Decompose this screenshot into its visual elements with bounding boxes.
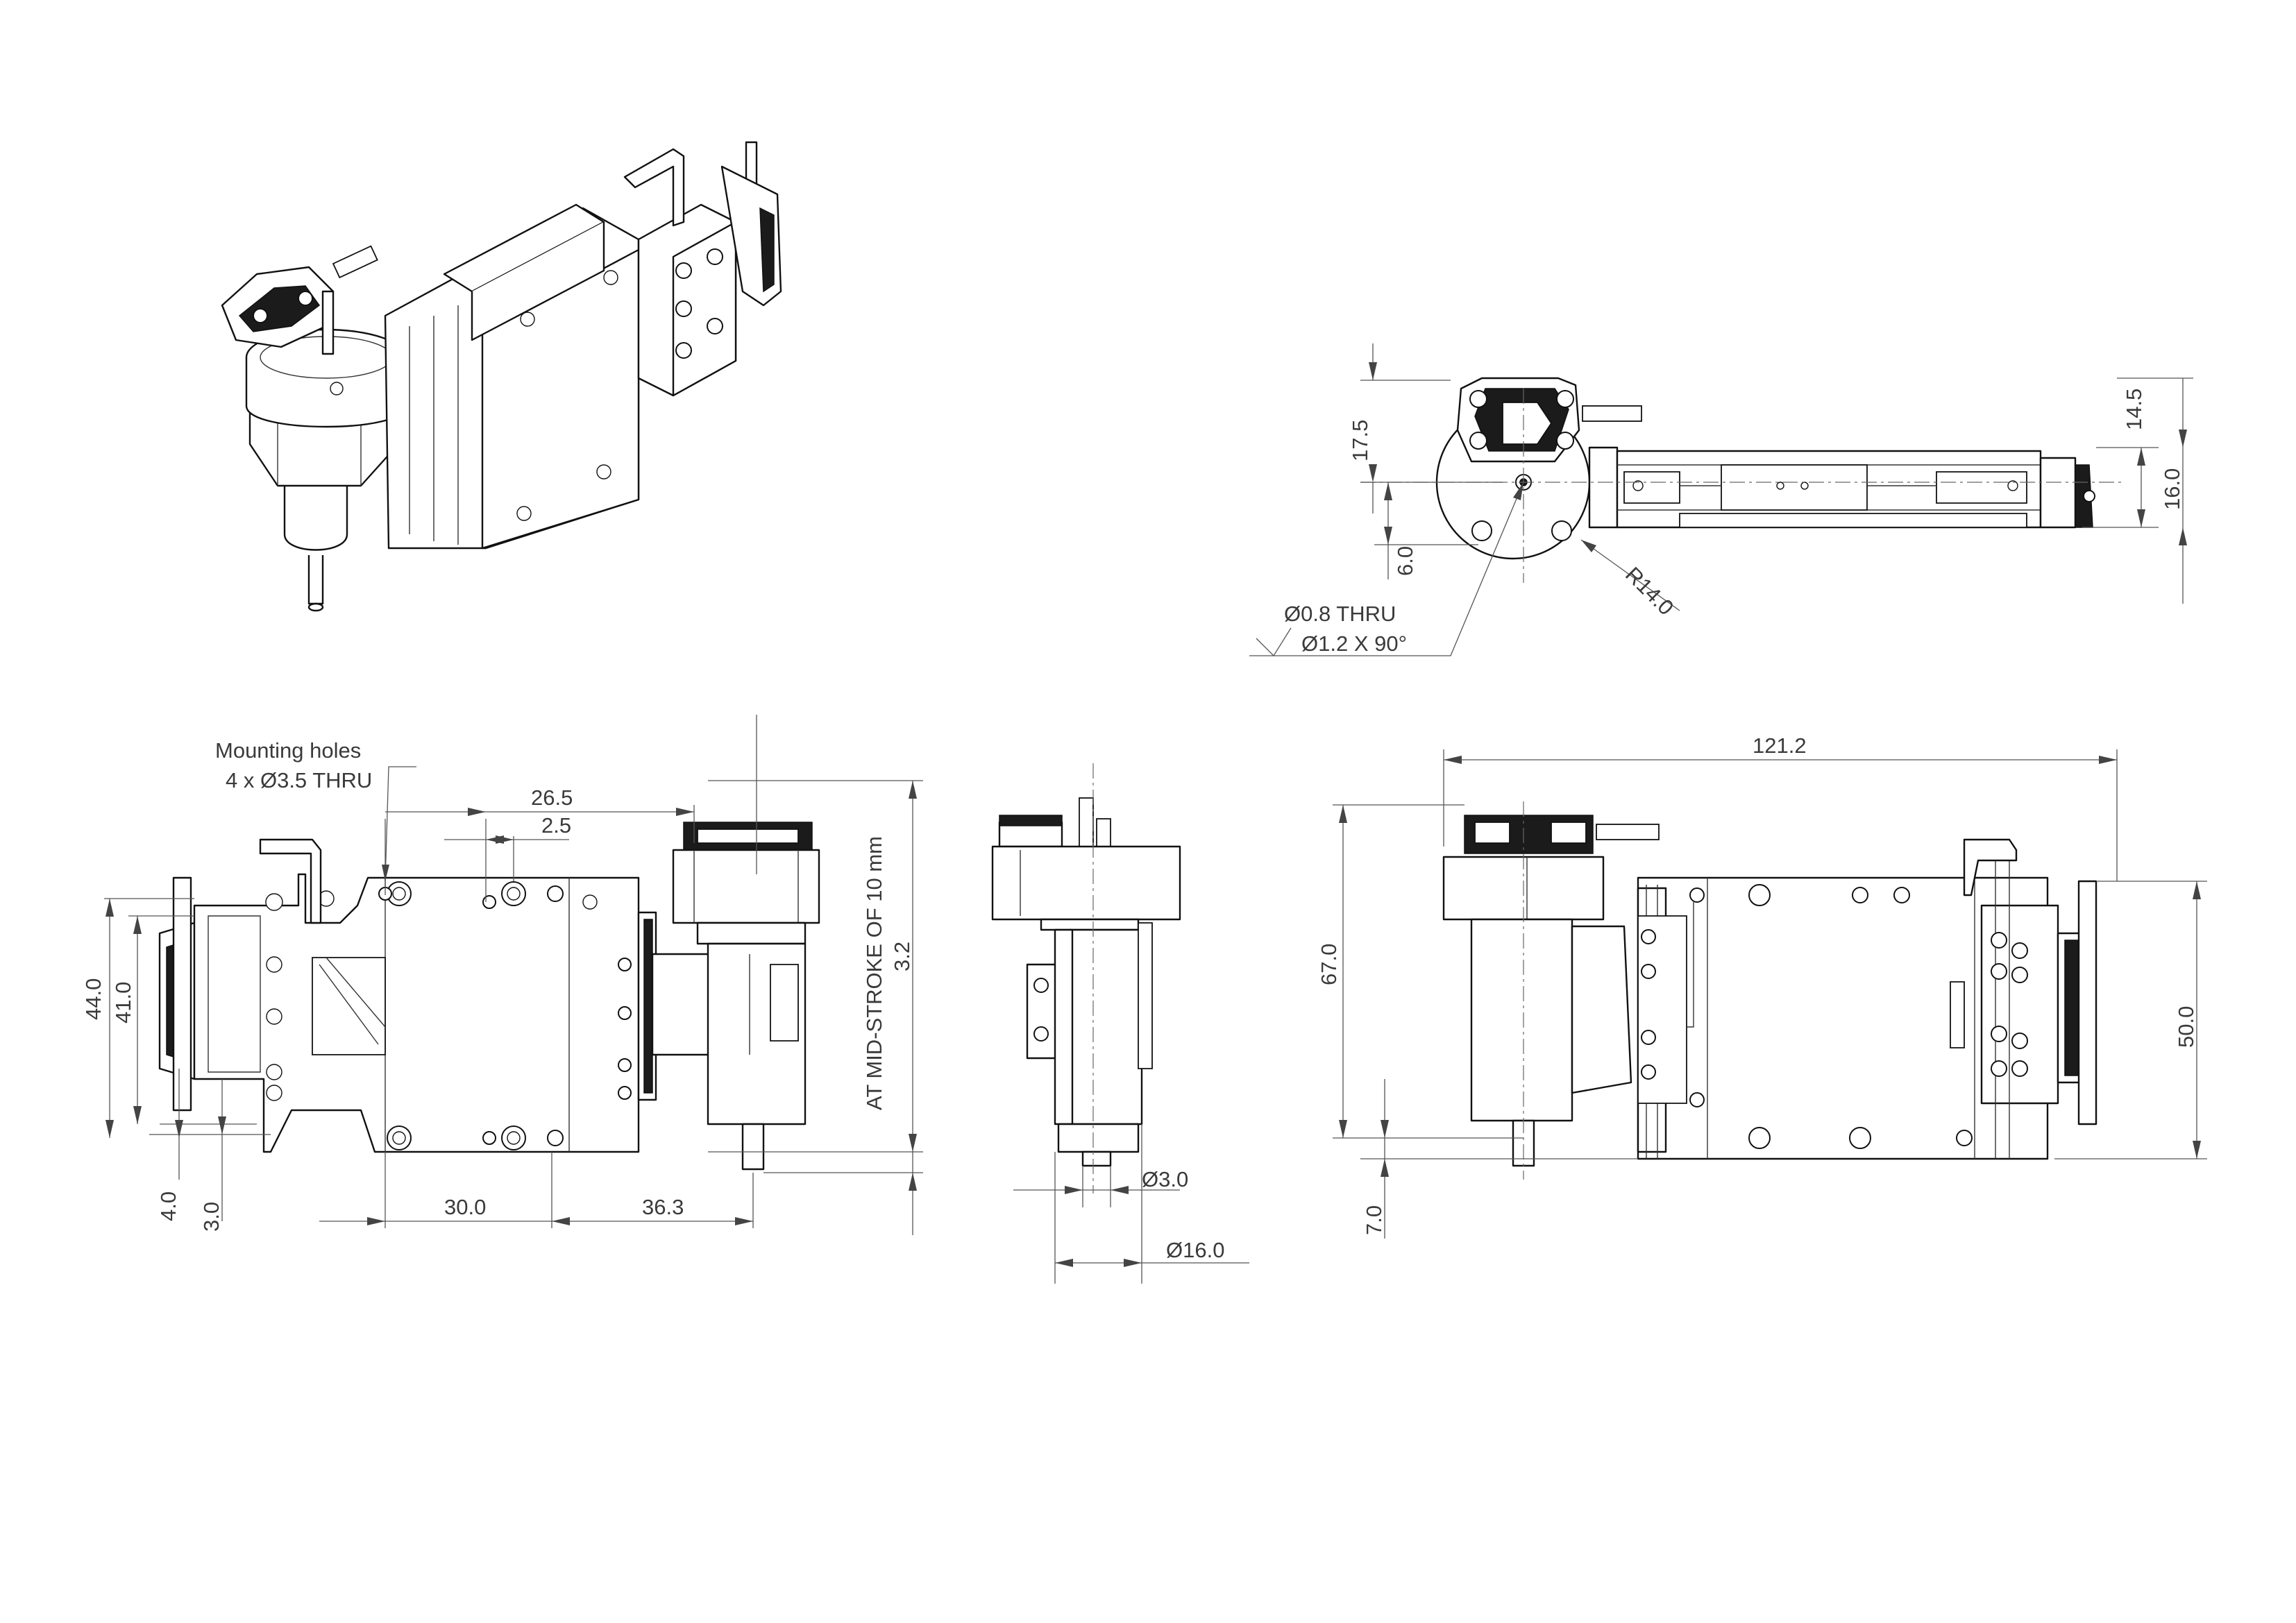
- stroke-note: AT MID-STROKE OF 10 mm: [862, 836, 886, 1110]
- annotations: Mounting holes 4 x Ø3.5 THRU Ø0.8 THRU Ø…: [81, 389, 2198, 1262]
- dim-4-0: 4.0: [156, 1191, 180, 1221]
- front-view: [104, 715, 923, 1235]
- dim-2-5: 2.5: [541, 813, 571, 838]
- dim-67: 67.0: [1317, 944, 1341, 985]
- hole-csk-callout: Ø1.2 X 90°: [1301, 631, 1407, 656]
- dim-41: 41.0: [111, 982, 135, 1023]
- dim-30: 30.0: [444, 1195, 486, 1219]
- mounting-holes-title: Mounting holes: [215, 738, 361, 763]
- mounting-holes-spec: 4 x Ø3.5 THRU: [226, 768, 372, 792]
- dim-50: 50.0: [2174, 1006, 2198, 1048]
- dim-dia-3: Ø3.0: [1142, 1167, 1188, 1191]
- dim-r14: R14.0: [1621, 562, 1678, 620]
- dim-26-5: 26.5: [531, 785, 573, 810]
- dim-121-2: 121.2: [1753, 733, 1807, 758]
- dim-14-5: 14.5: [2122, 389, 2146, 430]
- end-view: [1249, 343, 2193, 657]
- dim-3-0-left: 3.0: [199, 1202, 223, 1232]
- dim-6-0: 6.0: [1393, 546, 1417, 576]
- hole-thru-callout: Ø0.8 THRU: [1284, 602, 1396, 626]
- dim-44: 44.0: [81, 978, 105, 1020]
- top-view: [1333, 749, 2207, 1239]
- isometric-view: [221, 141, 782, 612]
- dim-16-0-right: 16.0: [2160, 468, 2184, 510]
- dim-36-3: 36.3: [642, 1195, 684, 1219]
- dim-dia-16: Ø16.0: [1166, 1238, 1224, 1262]
- dim-3-2: 3.2: [890, 942, 914, 971]
- dim-7-0: 7.0: [1362, 1205, 1386, 1235]
- side-view: [991, 763, 1249, 1284]
- dim-17-5: 17.5: [1348, 420, 1372, 461]
